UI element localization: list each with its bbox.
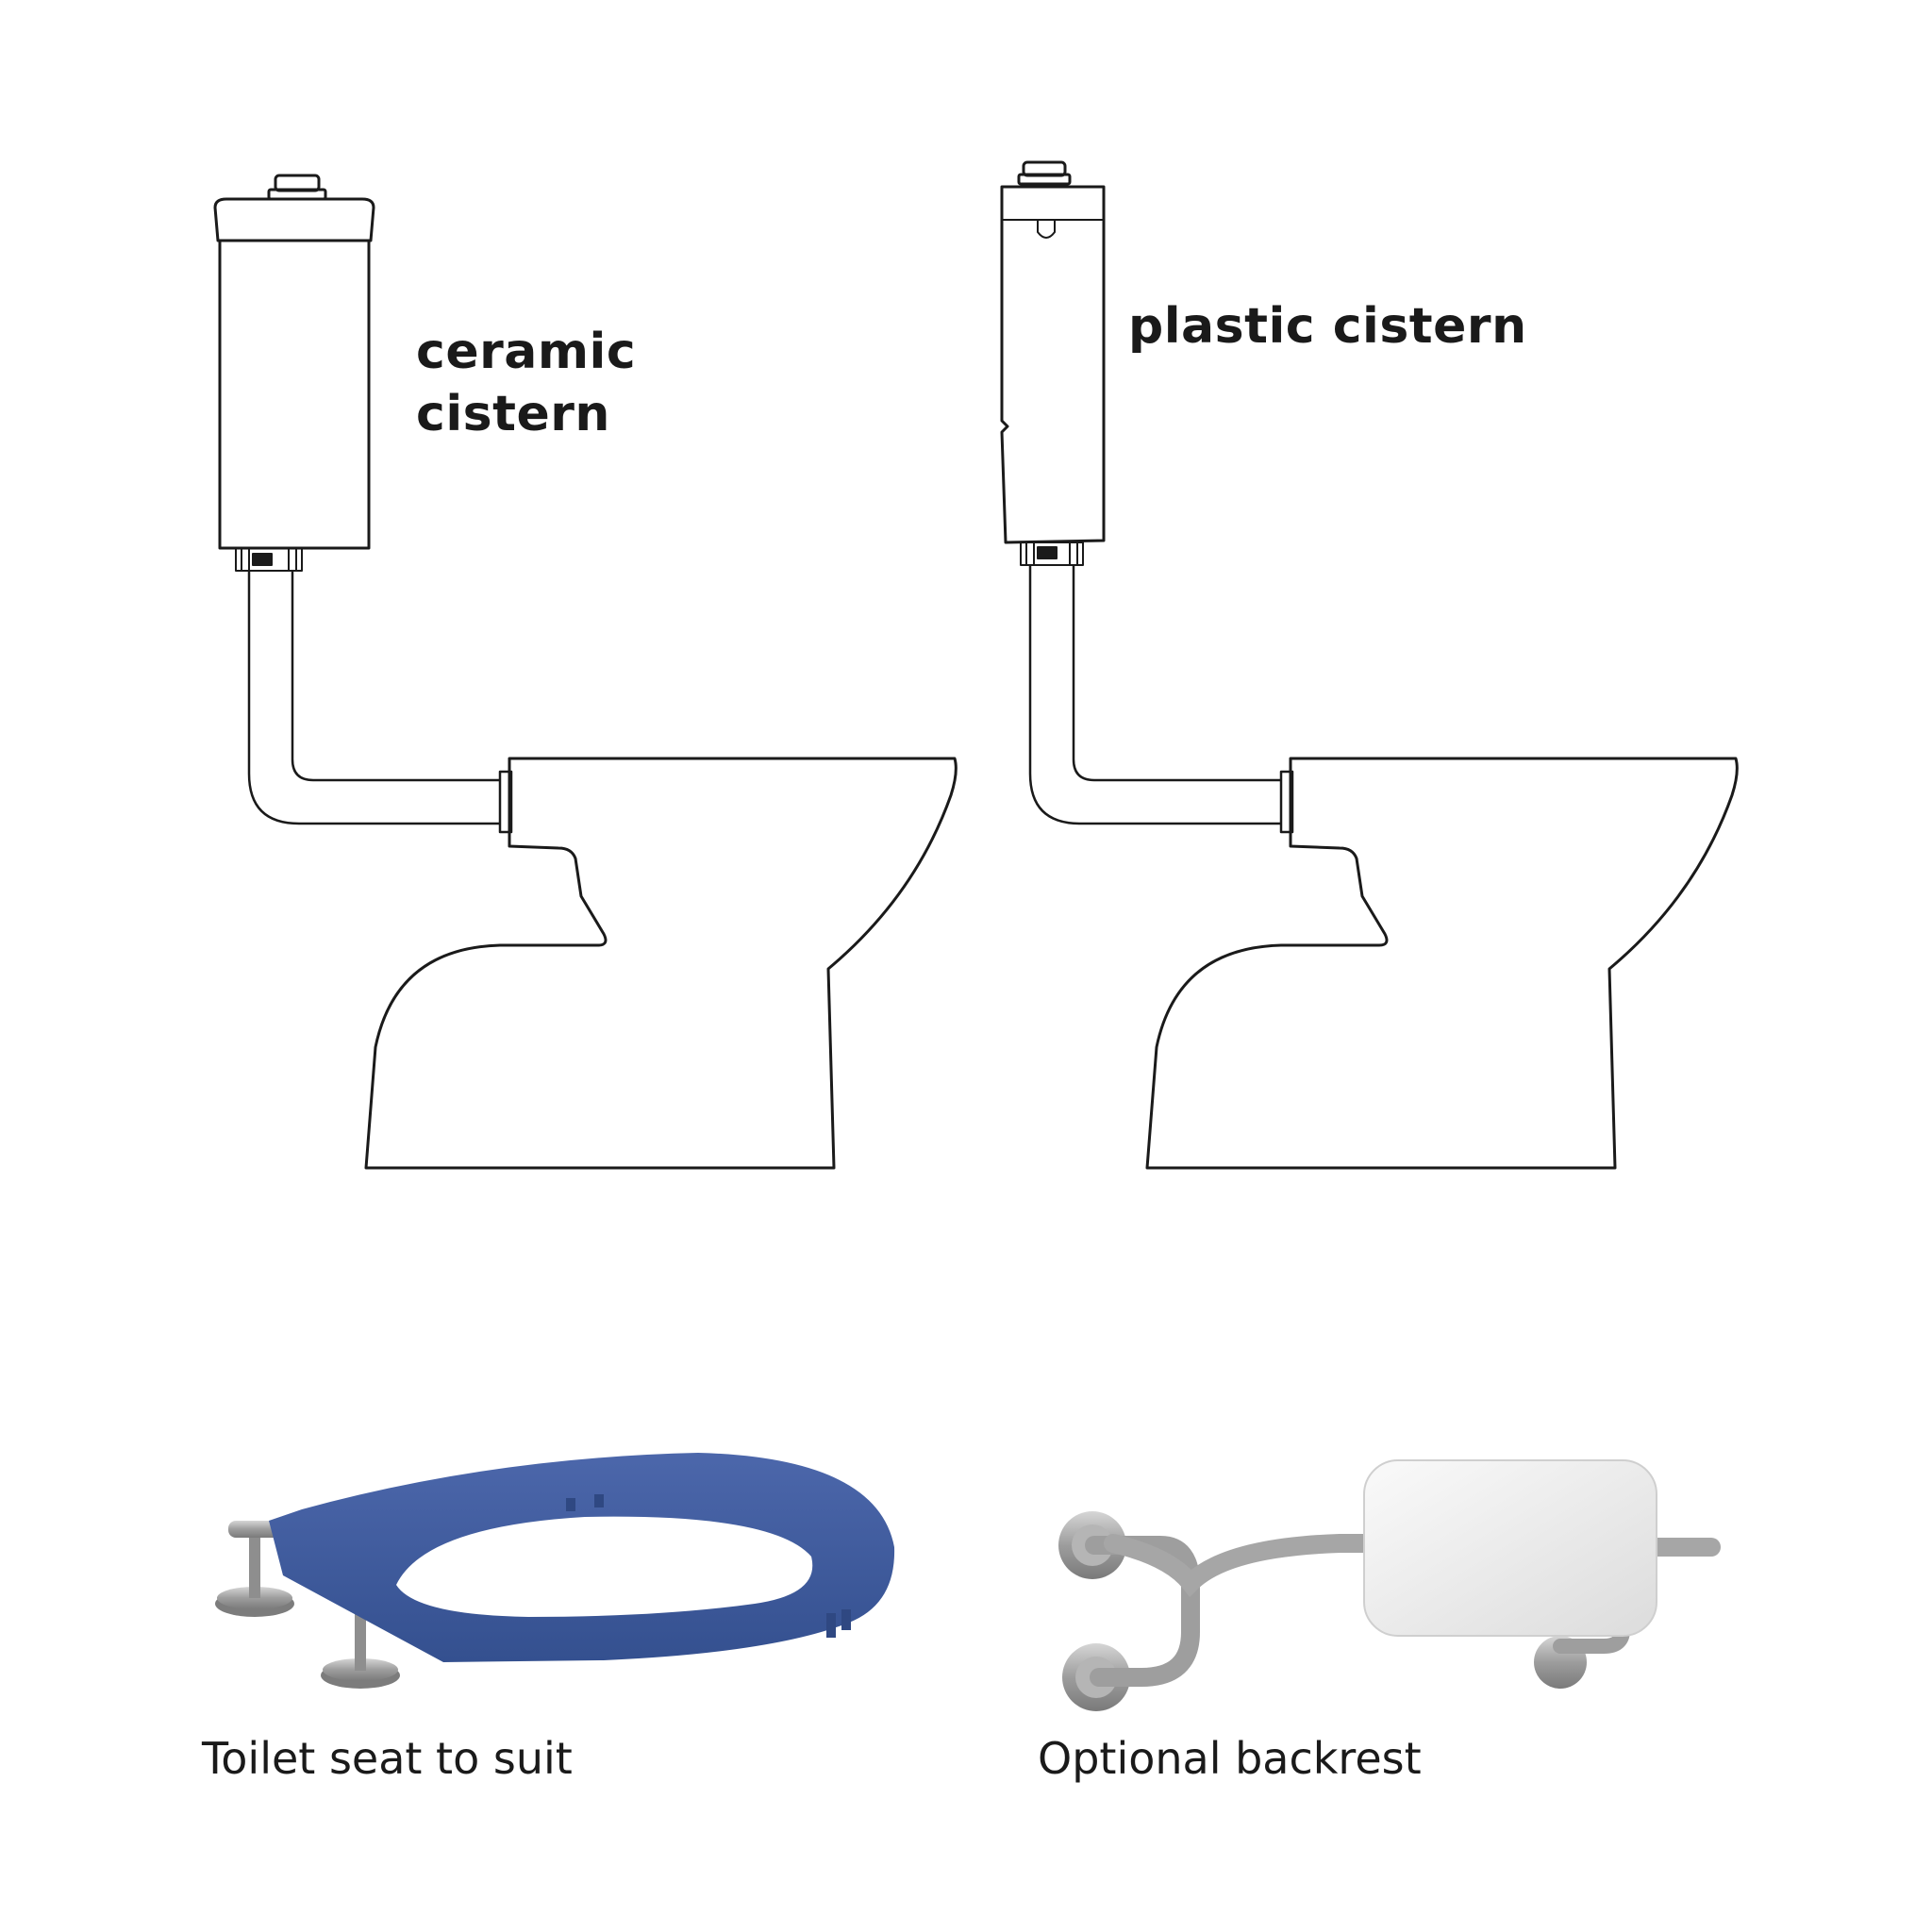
plastic-cistern-assembly-icon — [1000, 160, 1739, 1170]
valve-fitting-icon — [1020, 541, 1084, 566]
flush-button-icon — [267, 174, 327, 201]
cistern-lid — [213, 197, 375, 242]
plastic-cistern-body — [1000, 185, 1106, 544]
flush-button-icon — [1017, 160, 1072, 186]
flush-pipe — [1028, 565, 1281, 825]
valve-fitting-icon — [235, 547, 303, 572]
ceramic-cistern-assembly-icon — [213, 174, 958, 1170]
backrest-icon — [1058, 1459, 1721, 1711]
pipe-connector — [498, 770, 513, 834]
flush-pipe — [247, 571, 500, 825]
toilet-seat-icon — [215, 1453, 895, 1689]
ceramic-cistern-label: ceramic cistern — [416, 324, 637, 442]
toilet-pan — [364, 757, 958, 1170]
toilet-pan — [1145, 757, 1739, 1170]
ceramic-cistern-body — [218, 239, 371, 550]
pipe-connector — [1279, 770, 1294, 834]
plastic-cistern-label: plastic cistern — [1128, 298, 1527, 355]
toilet-seat-caption: Toilet seat to suit — [202, 1733, 573, 1784]
backrest-caption: Optional backrest — [1038, 1733, 1422, 1784]
